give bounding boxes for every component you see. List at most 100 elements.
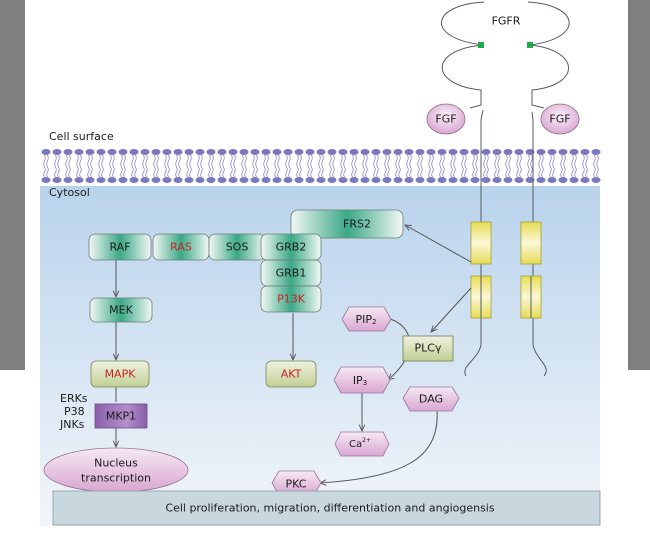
mkp1-label: MKP1 — [106, 410, 136, 423]
lipid — [305, 149, 315, 183]
arrow-dag-to-pkc — [320, 410, 438, 483]
frs2-label: FRS2 — [343, 218, 371, 231]
lipid — [514, 149, 524, 183]
node-mek — [89, 297, 153, 323]
node-mapk — [90, 360, 150, 388]
outcome-label: Cell proliferation, migration, different… — [165, 502, 494, 515]
lipid — [569, 149, 579, 183]
lipid — [272, 149, 282, 183]
node-raf — [88, 233, 152, 261]
outcome-bar — [52, 490, 601, 526]
lipid — [459, 149, 469, 183]
ip3-label: IP3 — [353, 374, 367, 388]
pip2-label: PIP2 — [356, 313, 377, 327]
nucleus-label-line2: transcription — [81, 472, 151, 485]
lipid — [316, 149, 326, 183]
fgf-ligand-left — [426, 103, 466, 135]
lipid — [404, 149, 414, 183]
kinase-domain-right-upper — [520, 221, 542, 265]
lipid — [470, 149, 480, 183]
lipid — [525, 149, 535, 183]
pkc-label: PKC — [286, 478, 307, 491]
lipid — [448, 149, 458, 183]
plcg-label: PLCγ — [415, 342, 442, 355]
lipid — [547, 149, 557, 183]
node-ip3 — [333, 366, 391, 394]
lipid — [492, 149, 502, 183]
lipid — [580, 149, 590, 183]
akt-label: AKT — [281, 368, 302, 381]
left-gray-bar — [0, 0, 25, 370]
fgfr-label: FGFR — [492, 15, 521, 28]
node-akt — [265, 360, 317, 388]
kinase-domain-left-upper — [470, 221, 492, 265]
lipid — [393, 149, 403, 183]
lipid — [63, 149, 73, 183]
lipid — [129, 149, 139, 183]
grb2-label: GRB2 — [276, 241, 307, 254]
lipid — [349, 149, 359, 183]
lipid — [371, 149, 381, 183]
p38-label: P38 — [64, 405, 85, 418]
mek-label: MEK — [109, 304, 133, 317]
lipid — [41, 149, 51, 183]
node-ca — [334, 431, 390, 457]
lipid — [382, 149, 392, 183]
node-frs2 — [290, 209, 404, 239]
fgfr-marker-right — [527, 42, 533, 48]
lipid — [261, 149, 271, 183]
cell-surface-label: Cell surface — [49, 130, 114, 143]
lipid — [503, 149, 513, 183]
lipid — [74, 149, 84, 183]
lipid — [558, 149, 568, 183]
grb1-label: GRB1 — [276, 267, 307, 280]
lipid — [217, 149, 227, 183]
node-plcg — [402, 335, 454, 362]
lipid — [173, 149, 183, 183]
lipid — [228, 149, 238, 183]
cytosol-label: Cytosol — [49, 186, 90, 199]
lipid — [195, 149, 205, 183]
lipid — [591, 149, 601, 183]
ca-label: Ca2+ — [349, 437, 371, 450]
lipid — [140, 149, 150, 183]
nucleus-label-line1: Nucleus — [94, 457, 138, 470]
lipid — [327, 149, 337, 183]
lipid — [239, 149, 249, 183]
lipid — [426, 149, 436, 183]
lipid — [151, 149, 161, 183]
lipid — [250, 149, 260, 183]
lipid — [481, 149, 491, 183]
lipid — [437, 149, 447, 183]
node-dag — [402, 386, 460, 412]
node-mkp1 — [94, 403, 148, 429]
fgf-left-label: FGF — [435, 113, 456, 126]
lipid — [118, 149, 128, 183]
fgf-ligand-right — [540, 103, 580, 135]
ras-label: RAS — [170, 241, 192, 254]
fgfr-marker-left — [478, 42, 484, 48]
node-nucleus-transcription — [43, 447, 189, 493]
arrow-fgfr-to-plcg — [431, 287, 472, 332]
lipid — [52, 149, 62, 183]
dag-label: DAG — [419, 393, 443, 406]
lipid — [536, 149, 546, 183]
lipid — [96, 149, 106, 183]
right-gray-bar — [628, 0, 650, 370]
node-p13k — [260, 285, 322, 313]
jnks-label: JNKs — [59, 418, 85, 431]
lipid — [415, 149, 425, 183]
p13k-label: P13K — [277, 293, 306, 306]
raf-label: RAF — [109, 241, 130, 254]
lipid — [162, 149, 172, 183]
mapk-label: MAPK — [105, 368, 137, 381]
lipid — [107, 149, 117, 183]
lipid — [294, 149, 304, 183]
lipid — [360, 149, 370, 183]
lipid — [85, 149, 95, 183]
lipid — [283, 149, 293, 183]
lipid — [184, 149, 194, 183]
arrow-fgfr-to-frs2 — [405, 225, 472, 263]
lipid — [338, 149, 348, 183]
